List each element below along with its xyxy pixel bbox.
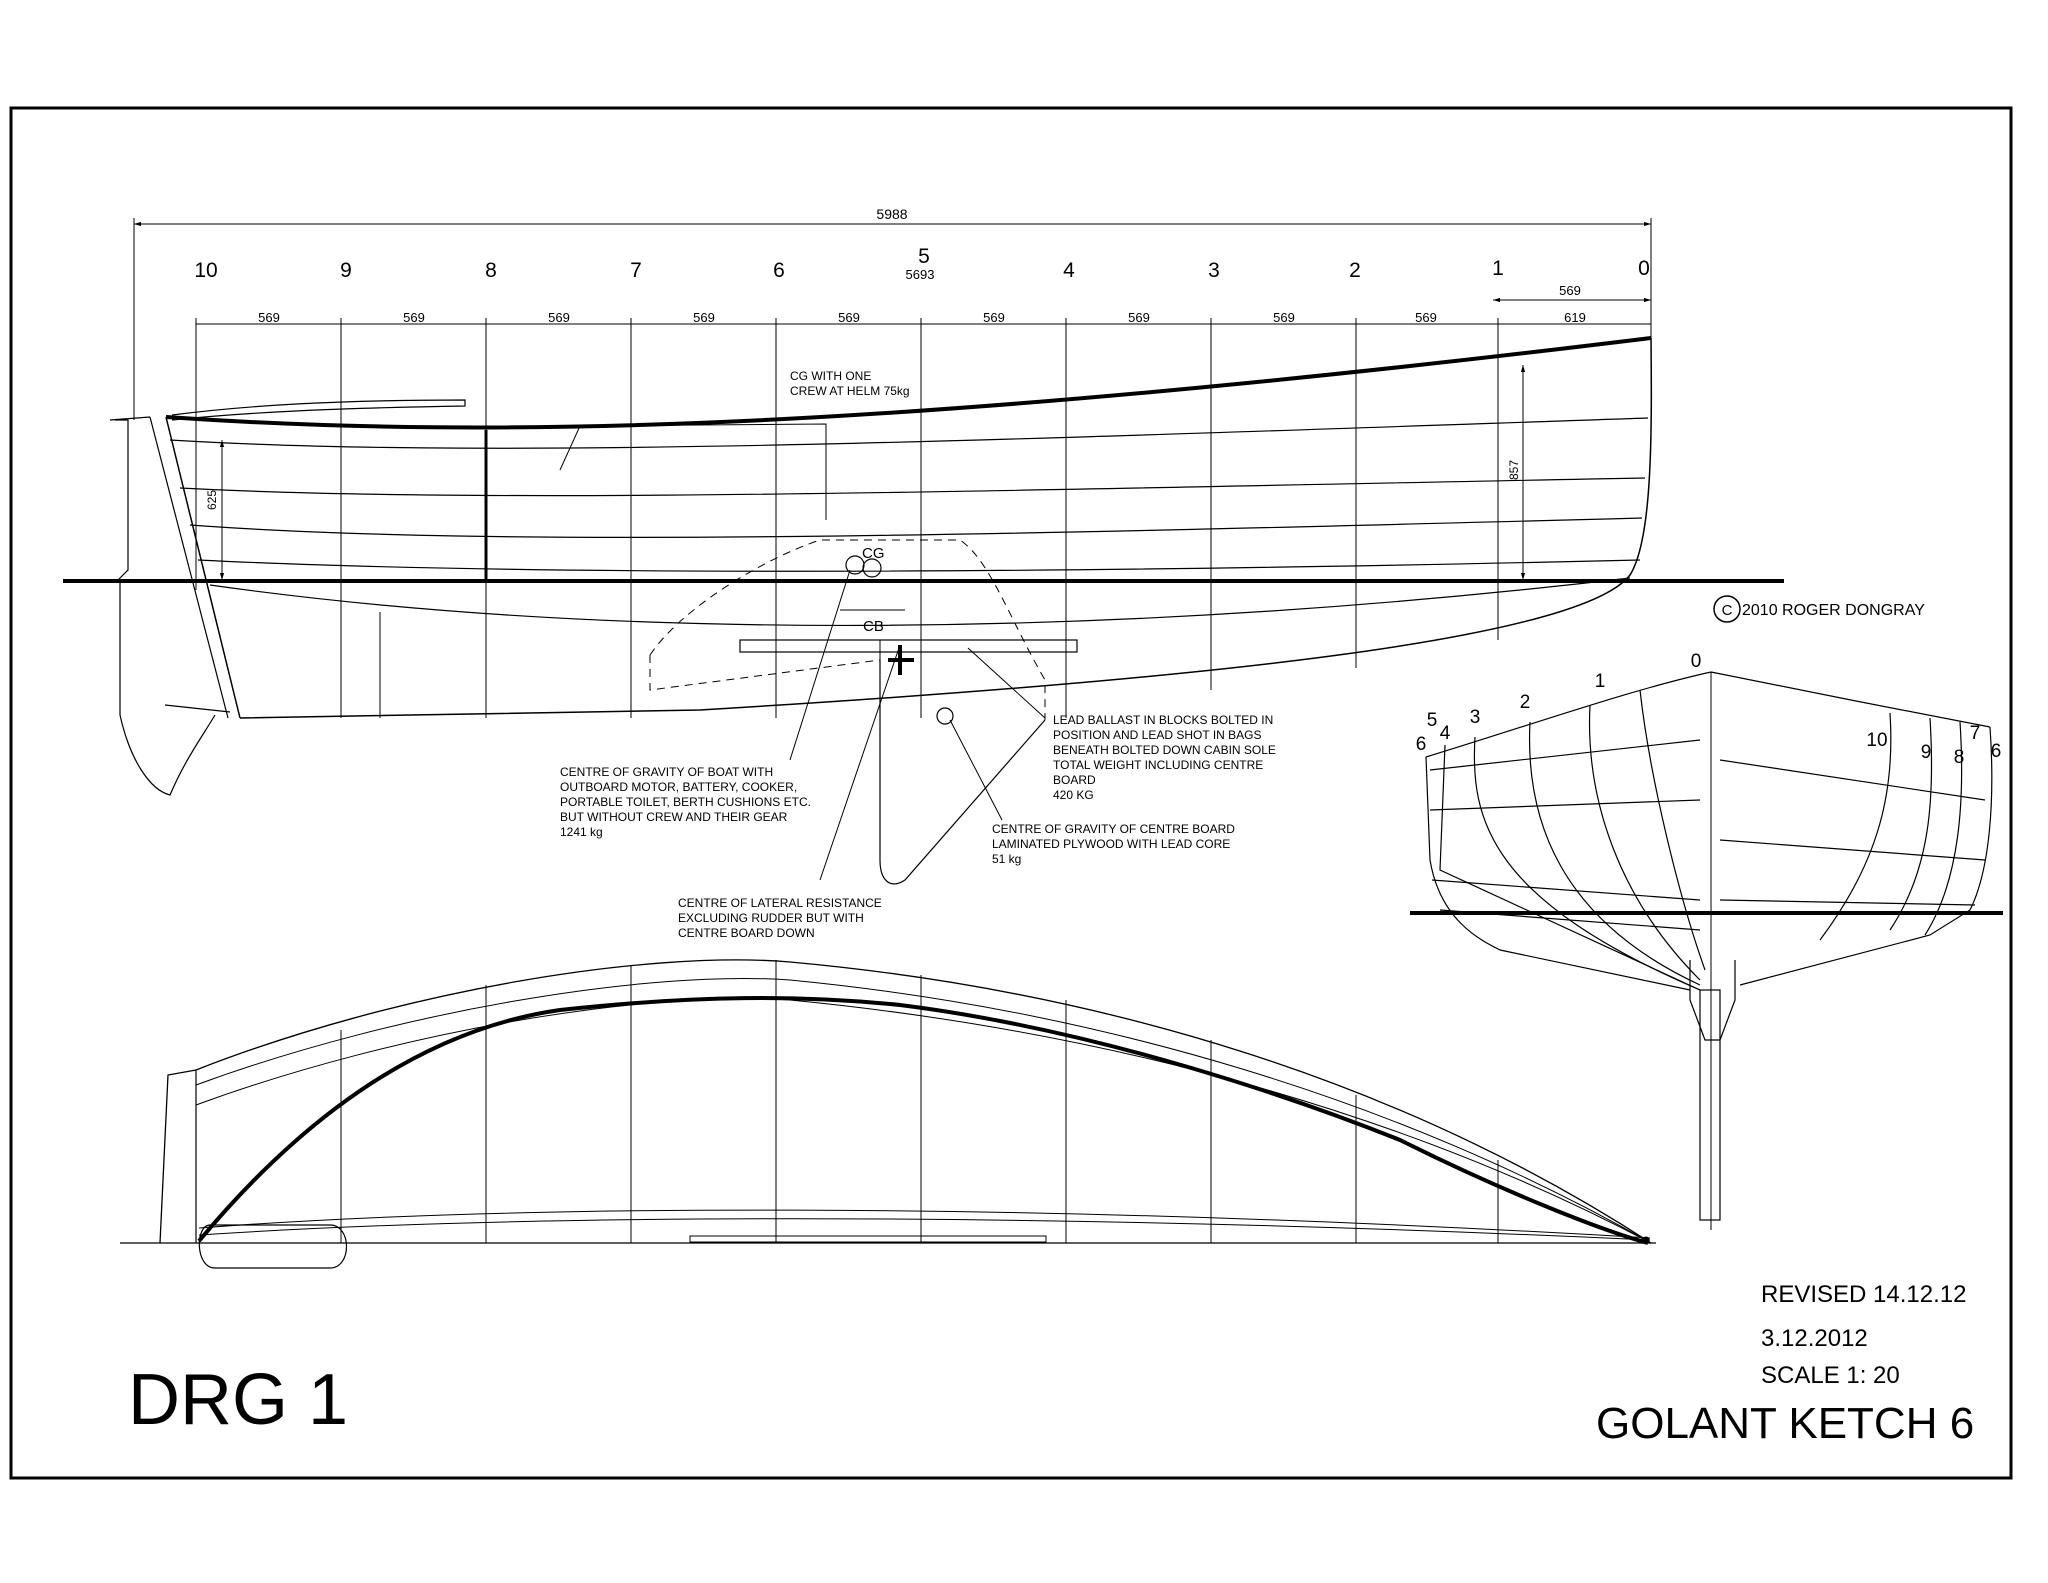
plan-view bbox=[120, 959, 1656, 1269]
body-plan-view bbox=[1410, 671, 2003, 1230]
body-plan-keel bbox=[1689, 960, 1736, 1041]
spacing-label: 569 bbox=[258, 310, 280, 325]
station-number: 2 bbox=[1349, 259, 1361, 282]
centreboard bbox=[879, 660, 1046, 885]
note-boat-cg: CENTRE OF GRAVITY OF BOAT WITH OUTBOARD … bbox=[560, 765, 814, 839]
spacing-label: 569 bbox=[1128, 310, 1150, 325]
scale-text: SCALE 1: 20 bbox=[1761, 1362, 1900, 1389]
section-number: 1 bbox=[1595, 671, 1606, 692]
note-crew-cg: CG WITH ONE CREW AT HELM 75kg bbox=[790, 369, 910, 398]
stern-height-label: 625 bbox=[205, 490, 219, 510]
station-number: 0 bbox=[1638, 257, 1650, 280]
spacing-label: 569 bbox=[548, 310, 570, 325]
spacing-label: 569 bbox=[1415, 310, 1437, 325]
cg-label: CG bbox=[862, 545, 885, 562]
copyright-mark: C 2010 ROGER DONGRAY bbox=[1713, 595, 1925, 623]
station-number: 1 bbox=[1492, 257, 1504, 280]
station-number: 4 bbox=[1063, 259, 1075, 282]
plan-sheer-line bbox=[197, 996, 1649, 1245]
note-centreboard-cg: CENTRE OF GRAVITY OF CENTRE BOARD LAMINA… bbox=[992, 822, 1238, 866]
rudder bbox=[119, 580, 216, 796]
revision-text: REVISED 14.12.12 bbox=[1761, 1281, 1966, 1308]
mid-dimension-label: 5693 bbox=[906, 267, 935, 282]
station-number: 5 bbox=[918, 245, 930, 268]
outboard-well bbox=[198, 1224, 348, 1269]
profile-labels: 5988 10 9 8 7 6 5 4 3 2 1 0 5693 569 569… bbox=[194, 206, 1650, 940]
section-number: 5 bbox=[1427, 710, 1438, 731]
profile-view bbox=[63, 218, 1784, 885]
date-text: 3.12.2012 bbox=[1761, 1325, 1868, 1352]
sheer-line bbox=[165, 336, 1652, 430]
lead-ballast bbox=[739, 639, 1078, 653]
spacing-label: 569 bbox=[838, 310, 860, 325]
section-number: 3 bbox=[1470, 707, 1481, 728]
spacing-label: 569 bbox=[693, 310, 715, 325]
copyright-symbol: C bbox=[1722, 602, 1733, 619]
station-number: 3 bbox=[1208, 259, 1220, 282]
transom bbox=[165, 416, 241, 719]
station-number: 6 bbox=[773, 259, 785, 282]
spacing-label: 569 bbox=[403, 310, 425, 325]
title-block: REVISED 14.12.12 3.12.2012 SCALE 1: 20 G… bbox=[128, 1281, 1974, 1448]
spacing-label: 569 bbox=[1273, 310, 1295, 325]
section-number: 0 bbox=[1691, 651, 1702, 672]
copyright-text: 2010 ROGER DONGRAY bbox=[1742, 602, 1925, 619]
note-ballast: LEAD BALLAST IN BLOCKS BOLTED IN POSITIO… bbox=[1053, 713, 1279, 802]
centreboard-cg-symbol bbox=[936, 707, 954, 725]
section-number: 6 bbox=[1991, 741, 2002, 762]
body-plan-labels: 6 5 4 3 2 1 0 10 9 8 7 6 bbox=[1416, 651, 2002, 768]
station-lines bbox=[195, 318, 1652, 718]
section-number: 8 bbox=[1954, 747, 1965, 768]
station-number: 10 bbox=[194, 259, 217, 282]
centreboard-slot bbox=[689, 1235, 1047, 1243]
overall-dimension-label: 5988 bbox=[876, 206, 907, 222]
deck-outline bbox=[159, 959, 1652, 1244]
clr-cross bbox=[888, 645, 914, 675]
section-number: 6 bbox=[1416, 734, 1427, 755]
cg-dashed-outline bbox=[649, 539, 1046, 720]
drawing-number: DRG 1 bbox=[128, 1360, 348, 1440]
station-number: 7 bbox=[630, 259, 642, 282]
bow-spacing-lower-label: 619 bbox=[1564, 310, 1586, 325]
bow-height-label: 857 bbox=[1507, 460, 1521, 480]
section-number: 10 bbox=[1866, 730, 1887, 751]
tiller bbox=[171, 399, 466, 421]
station-number: 8 bbox=[485, 259, 497, 282]
station-number: 9 bbox=[340, 259, 352, 282]
boat-name: GOLANT KETCH 6 bbox=[1596, 1399, 1974, 1448]
section-number: 9 bbox=[1921, 742, 1932, 763]
bow-spacing-upper-label: 569 bbox=[1559, 283, 1581, 298]
section-number: 2 bbox=[1520, 692, 1531, 713]
spacing-label: 569 bbox=[983, 310, 1005, 325]
hull-bow-profile bbox=[239, 337, 1653, 719]
sheet-border bbox=[9, 106, 2013, 1480]
section-number: 7 bbox=[1970, 723, 1981, 744]
note-clr: CENTRE OF LATERAL RESISTANCE EXCLUDING R… bbox=[678, 896, 885, 940]
section-number: 4 bbox=[1440, 723, 1451, 744]
cb-label: CB bbox=[863, 618, 884, 635]
copyright-circle bbox=[1713, 595, 1741, 623]
